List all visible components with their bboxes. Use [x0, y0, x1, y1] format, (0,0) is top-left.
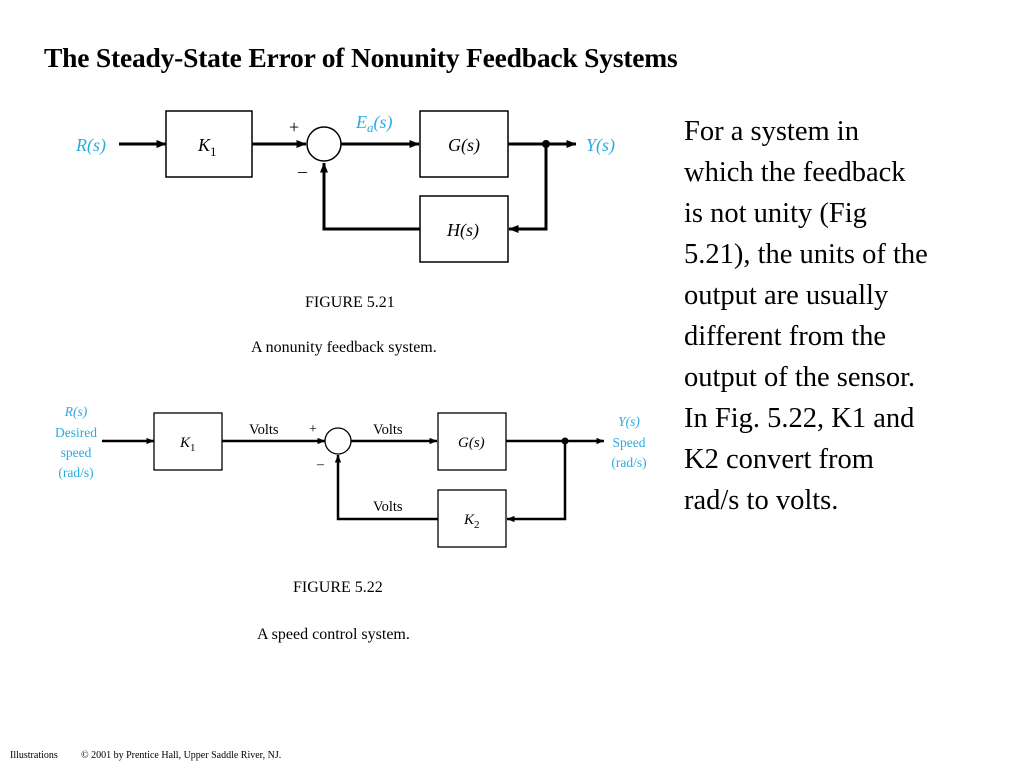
explanation-line: different from the — [684, 321, 887, 352]
explanation-text: For a system in which the feedback is no… — [684, 111, 1004, 521]
fig22-output-line: Y(s) — [618, 414, 640, 429]
fig21-k1-main: K — [197, 135, 211, 155]
fig21-k1-subscript: 1 — [210, 144, 217, 159]
fig22-k1-label: K1 — [179, 435, 196, 454]
figure-5-21: R(s) K1 Ea(s) + – G(s) H(s) Y(s) FIGURE … — [75, 110, 615, 356]
fig22-figure-label: FIGURE 5.22 — [293, 579, 383, 596]
fig22-k1-subscript: 1 — [190, 442, 196, 454]
fig22-feedback-path-out — [334, 454, 438, 521]
fig22-input-line: (rad/s) — [58, 465, 93, 480]
explanation-line: which the feedback — [684, 157, 906, 188]
fig21-h-label: H(s) — [446, 220, 479, 241]
fig22-block-k2 — [437, 489, 507, 548]
fig21-g-label: G(s) — [448, 135, 480, 156]
fig22-k2-label: K2 — [463, 512, 480, 531]
fig21-output-label: Y(s) — [586, 135, 615, 156]
fig22-summing-junction — [324, 427, 352, 455]
fig21-plus-sign: + — [289, 117, 299, 137]
fig21-error-subscript: a — [367, 120, 374, 135]
figure-5-22: R(s) Desired speed (rad/s) K1 Volts Volt… — [55, 404, 647, 643]
fig22-plus-sign: + — [309, 422, 317, 437]
fig21-k1-label: K1 — [197, 135, 217, 159]
footer-illustrations: Illustrations — [10, 750, 58, 761]
fig22-block-k1 — [153, 412, 223, 471]
fig21-feedback-path-out — [320, 162, 420, 231]
fig21-feedback-path-in — [508, 144, 548, 233]
fig22-volts-label-3: Volts — [373, 499, 403, 515]
explanation-line: K2 convert from — [684, 444, 874, 475]
fig21-figure-label: FIGURE 5.21 — [305, 294, 395, 311]
explanation-line: For a system in — [684, 116, 859, 147]
fig21-block-h — [419, 195, 509, 263]
fig21-summing-junction — [306, 126, 342, 162]
fig21-block-g — [419, 110, 509, 178]
fig22-signal-lines — [102, 437, 605, 523]
fig22-feedback-path-in — [506, 441, 567, 523]
fig22-input-line: R(s) — [64, 404, 88, 419]
fig21-caption: A nonunity feedback system. — [251, 339, 437, 356]
fig22-minus-sign: – — [316, 457, 325, 472]
fig21-error-label: Ea(s) — [355, 112, 393, 135]
fig22-g-label: G(s) — [458, 435, 485, 451]
explanation-line: 5.21), the units of the — [684, 239, 928, 270]
fig22-k2-main: K — [463, 512, 475, 528]
fig22-k1-main: K — [179, 435, 191, 451]
fig21-block-k1 — [165, 110, 253, 178]
explanation-line: is not unity (Fig — [684, 198, 867, 229]
fig22-block-g — [437, 412, 507, 471]
fig22-pickoff-point — [561, 437, 569, 445]
fig21-pickoff-point — [542, 140, 550, 148]
fig21-error-arg: (s) — [374, 112, 393, 133]
fig22-input-line: speed — [61, 445, 92, 460]
fig22-output-line: (rad/s) — [611, 455, 646, 470]
slide-title: The Steady-State Error of Nonunity Feedb… — [44, 42, 678, 73]
fig22-caption: A speed control system. — [257, 626, 410, 643]
explanation-line: rad/s to volts. — [684, 485, 839, 516]
footer-copyright: © 2001 by Prentice Hall, Upper Saddle Ri… — [81, 750, 282, 761]
fig22-volts-label-1: Volts — [249, 422, 279, 438]
fig22-output-line: Speed — [613, 435, 646, 450]
fig22-k2-subscript: 2 — [474, 519, 480, 531]
explanation-line: output of the sensor. — [684, 362, 916, 393]
fig21-error-main: E — [355, 112, 367, 132]
fig21-input-label: R(s) — [75, 135, 106, 156]
fig21-minus-sign: – — [297, 161, 308, 181]
fig22-input-line: Desired — [55, 425, 97, 440]
explanation-line: In Fig. 5.22, K1 and — [684, 403, 915, 434]
explanation-line: output are usually — [684, 280, 889, 311]
fig22-volts-label-2: Volts — [373, 422, 403, 438]
